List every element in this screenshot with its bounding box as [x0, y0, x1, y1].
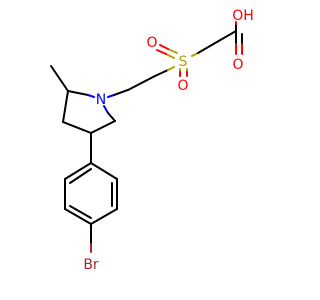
- phenyl-ring: [64, 162, 118, 225]
- methyl-bond: [50, 65, 69, 92]
- n-ethyl-bond-a: [107, 94, 115, 98]
- ethyl-bond: [127, 75, 156, 91]
- sulfonyl-oxygen-bottom-bond: [179, 68, 188, 77]
- s-ch2-bond-a: [191, 52, 199, 57]
- sulfonyl-oxygen-left-label: O: [146, 35, 157, 51]
- s-ch2-bond-b: [197, 45, 211, 54]
- n-ethyl-bond-b: [113, 89, 129, 96]
- structure-svg: S O O OH O N Br: [50, 8, 254, 273]
- c-s-bond-end: [167, 66, 175, 71]
- molecule-diagram: S O O OH O N Br: [50, 8, 254, 273]
- nitrogen-label: N: [96, 92, 106, 108]
- sulfonyl-oxygen-left-bond: [156, 44, 178, 59]
- hydroxyl-label: OH: [232, 8, 254, 24]
- sulfonyl-oxygen-bottom-label: O: [177, 78, 188, 94]
- pyrrolidine-ring: [62, 90, 116, 134]
- sulfur-label: S: [179, 54, 188, 70]
- carbonyl-oxygen-label: O: [232, 57, 243, 73]
- bromine-label: Br: [83, 257, 99, 273]
- ch2-cooh-bond: [209, 30, 237, 47]
- c-s-bond: [154, 69, 169, 77]
